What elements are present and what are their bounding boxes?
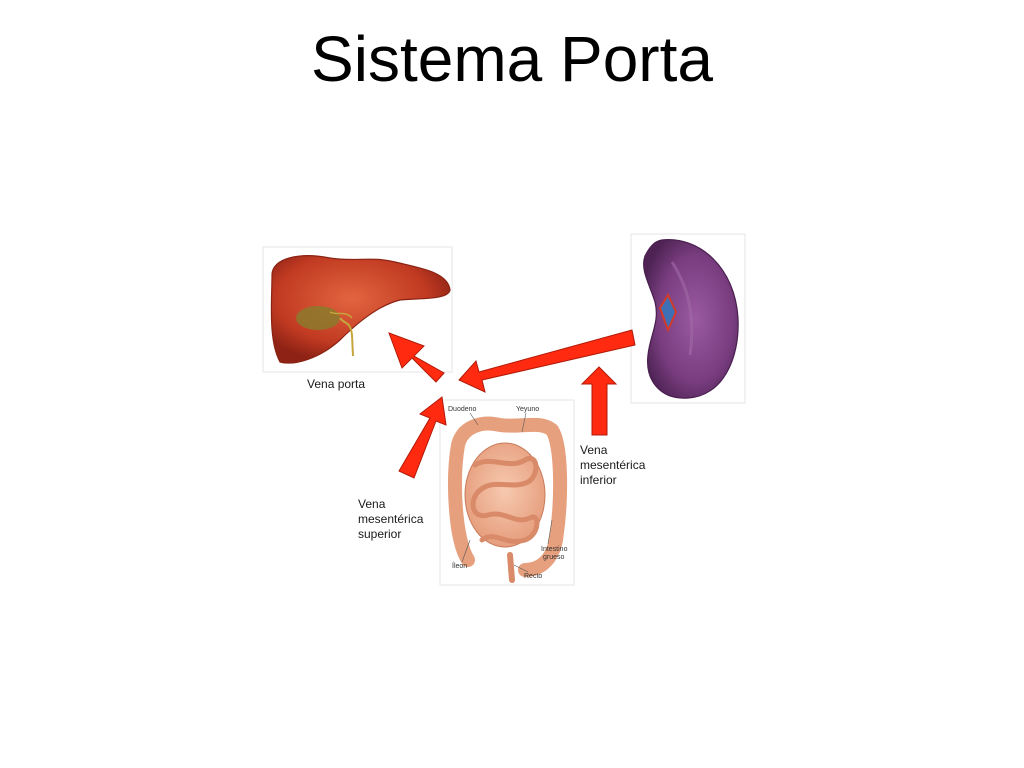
arrow-from-spleen <box>458 329 636 393</box>
spleen-icon <box>643 239 739 399</box>
spleen-panel <box>630 233 746 404</box>
intestine-panel: Duodeno Yeyuno Íleon Intestino grueso Re… <box>439 399 575 586</box>
label-line: superior <box>358 527 402 541</box>
arrow-to-liver <box>388 332 445 383</box>
page-title: Sistema Porta <box>311 23 713 95</box>
arrow-inferior-mesenteric <box>580 366 618 436</box>
svg-text:Recto: Recto <box>524 573 542 580</box>
label-vena-mesenterica-inferior: Vena mesentérica inferior <box>580 443 645 488</box>
label-vena-porta: Vena porta <box>307 377 366 391</box>
label-recto: Recto <box>524 573 542 580</box>
label-line: mesentérica <box>358 512 424 526</box>
svg-text:Intestino: Intestino <box>541 546 568 553</box>
label-line: mesentérica <box>580 458 646 472</box>
arrow-superior-mesenteric <box>398 396 447 479</box>
intestine-icon <box>448 416 568 583</box>
label-duodeno: Duodeno <box>448 406 477 413</box>
liver-icon <box>270 255 451 364</box>
label-intestino: Intestino <box>541 546 568 553</box>
label-line: Vena <box>580 443 608 457</box>
arrows <box>388 329 636 479</box>
svg-text:Duodeno: Duodeno <box>448 406 477 413</box>
svg-text:grueso: grueso <box>543 554 565 561</box>
label-grueso: grueso <box>543 554 565 561</box>
svg-text:Íleon: Íleon <box>452 561 467 570</box>
label-line: inferior <box>580 473 617 487</box>
label-yeyuno: Yeyuno <box>516 406 539 413</box>
liver-panel <box>262 246 453 373</box>
svg-text:Yeyuno: Yeyuno <box>516 406 539 413</box>
label-ileon: Íleon <box>452 561 467 570</box>
label-line: Vena <box>358 497 386 511</box>
label-vena-mesenterica-superior: Vena mesentérica superior <box>358 497 423 542</box>
